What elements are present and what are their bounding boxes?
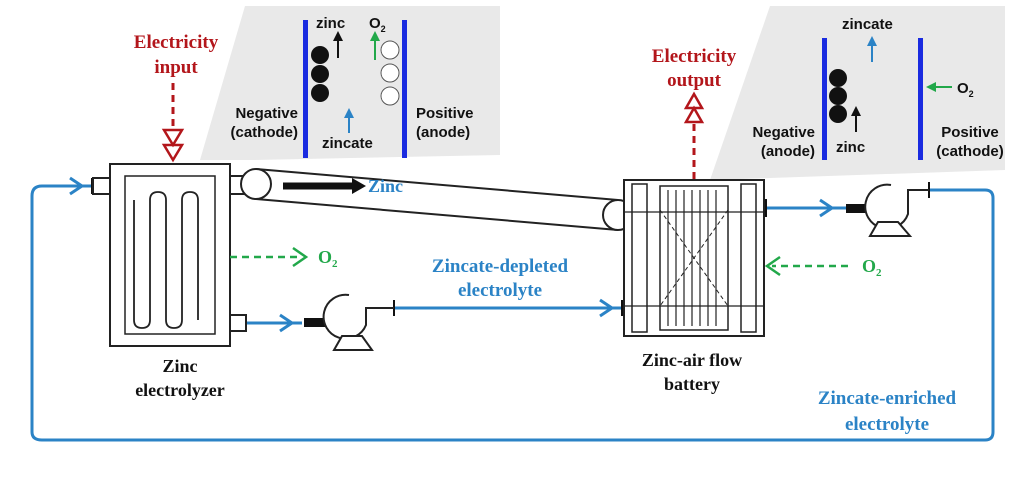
electrolyzer-body [109, 163, 231, 347]
inset-left-zincate-label: zincate [322, 135, 373, 152]
positive-electrode-bar [402, 20, 407, 158]
inset-left-positive-role: (anode) [416, 124, 470, 141]
inset-left-negative-role: (cathode) [231, 124, 299, 141]
electricity-output-label: Electricity [652, 46, 737, 67]
inset-left-callout-background [200, 6, 500, 160]
zincate-depleted-line [245, 298, 623, 333]
conveyor-belt-top [255, 168, 619, 201]
inset-electrolyzer-electrodes: zinc O2 zincate Negative (cathode) Posit… [200, 6, 500, 160]
inset-right-negative-label: Negative [752, 124, 815, 141]
loop-inlet-arrowhead [69, 176, 85, 196]
o2-output-label: O2 [318, 247, 338, 270]
zincate-enriched-label-line2: electrolyte [845, 414, 929, 435]
negative-electrode-bar [303, 20, 308, 158]
zincate-depleted-label: Zincate-depleted [432, 256, 569, 277]
zincate-enriched-label: Zincate-enriched [818, 388, 957, 409]
electrolyzer-serpentine-electrode [133, 191, 199, 329]
zinc-deposit-circle [829, 87, 847, 105]
electricity-input-arrowhead [161, 128, 185, 148]
electrolyzer-o2-output: O2 [230, 246, 338, 270]
electricity-output-arrowhead [683, 105, 705, 124]
electricity-input-group: Electricity input [134, 32, 219, 163]
positive-electrode-bar [918, 38, 923, 160]
battery-feed-arrowhead [819, 198, 835, 218]
zinc-deposit-circle [311, 46, 329, 64]
battery-name-line2: battery [664, 374, 720, 394]
o2-output-arrowhead [292, 246, 309, 268]
battery-end-plate-left [631, 183, 648, 333]
battery-end-plate-right [740, 183, 757, 333]
pump-casing [322, 293, 394, 340]
depleted-arrowhead-a [279, 313, 295, 333]
oxygen-bubble-circle [380, 40, 400, 60]
inset-left-positive-label: Positive [416, 105, 474, 122]
battery-o2-input: O2 [764, 255, 882, 279]
battery-name: Zinc-air flow [642, 350, 742, 370]
zincate-depleted-label-line2: electrolyte [458, 280, 542, 301]
oxygen-bubble-circle [380, 86, 400, 106]
electrolyzer-name: Zinc [162, 356, 197, 376]
zinc-transport-arrowhead [352, 178, 366, 194]
zinc-electrolyzer: Zinc electrolyzer [92, 163, 257, 400]
zincate-enriched-pipe [30, 184, 995, 442]
zinc-conveyor: Zinc [240, 168, 634, 231]
electricity-input-label-line2: input [154, 57, 198, 78]
inset-right-zincate-label: zincate [842, 16, 893, 33]
electricity-input-label: Electricity [134, 32, 219, 53]
conveyor-roller-left [240, 168, 272, 200]
o2-input-arrowhead [764, 255, 781, 277]
conveyor-belt-bottom [255, 198, 619, 231]
zinc-transport-label: Zinc [368, 176, 403, 196]
inset-right-negative-role: (anode) [761, 143, 815, 160]
inset-right-zinc-label: zinc [836, 139, 865, 156]
inset-right-callout-background [710, 6, 1005, 180]
pump-battery-feed [846, 183, 929, 237]
battery-cross-brace [659, 209, 729, 307]
electrolyzer-name-line2: electrolyzer [135, 380, 225, 400]
oxygen-bubble-circle [380, 63, 400, 83]
negative-electrode-bar [822, 38, 827, 160]
zinc-deposit-circle [311, 65, 329, 83]
pump-shaft [846, 204, 874, 213]
pump-base [868, 221, 913, 237]
zinc-deposit-circle [829, 105, 847, 123]
inset-left-o2-label: O2 [369, 15, 386, 34]
zinc-air-flow-battery: Zinc-air flow battery [623, 179, 765, 394]
pump-electrolyzer-outlet [304, 293, 394, 351]
o2-input-label: O2 [862, 256, 882, 279]
electricity-output-group: Electricity output [652, 46, 737, 180]
inset-left-negative-label: Negative [235, 105, 298, 122]
pump-casing [864, 183, 929, 230]
inset-left-zinc-label: zinc [316, 15, 345, 32]
inset-right-o2-label: O2 [957, 80, 974, 99]
electrolyzer-inlet-nozzle [92, 177, 112, 195]
inset-right-positive-label: Positive [941, 124, 999, 141]
zinc-deposit-circle [829, 69, 847, 87]
battery-feed-line [765, 198, 846, 218]
electricity-input-arrowhead [161, 143, 185, 163]
inset-right-positive-role: (cathode) [936, 143, 1004, 160]
electrolyzer-inner-frame [124, 175, 216, 335]
pump-base [332, 335, 374, 351]
zinc-deposit-circle [311, 84, 329, 102]
inset-battery-electrodes: zincate O2 zinc Negative (anode) Positiv… [710, 6, 1005, 180]
battery-cell-stack [659, 185, 729, 331]
electricity-output-label-line2: output [667, 70, 722, 91]
pump-shaft [304, 318, 332, 327]
depleted-arrowhead-b [599, 298, 615, 318]
